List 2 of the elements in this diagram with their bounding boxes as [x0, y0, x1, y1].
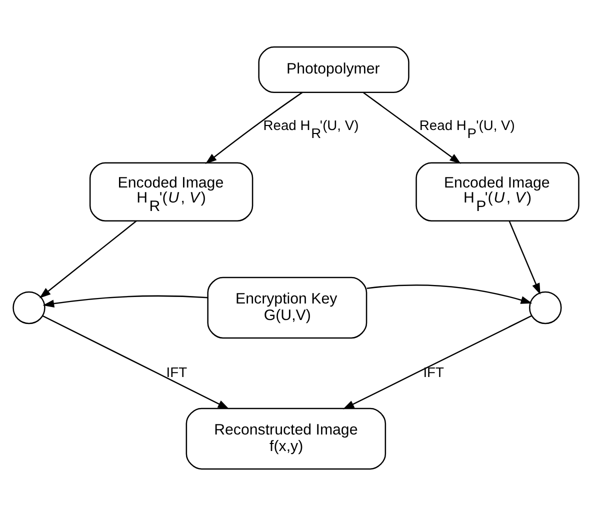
edge-label: IFT: [423, 363, 444, 380]
edge-label: IFT: [166, 363, 188, 380]
